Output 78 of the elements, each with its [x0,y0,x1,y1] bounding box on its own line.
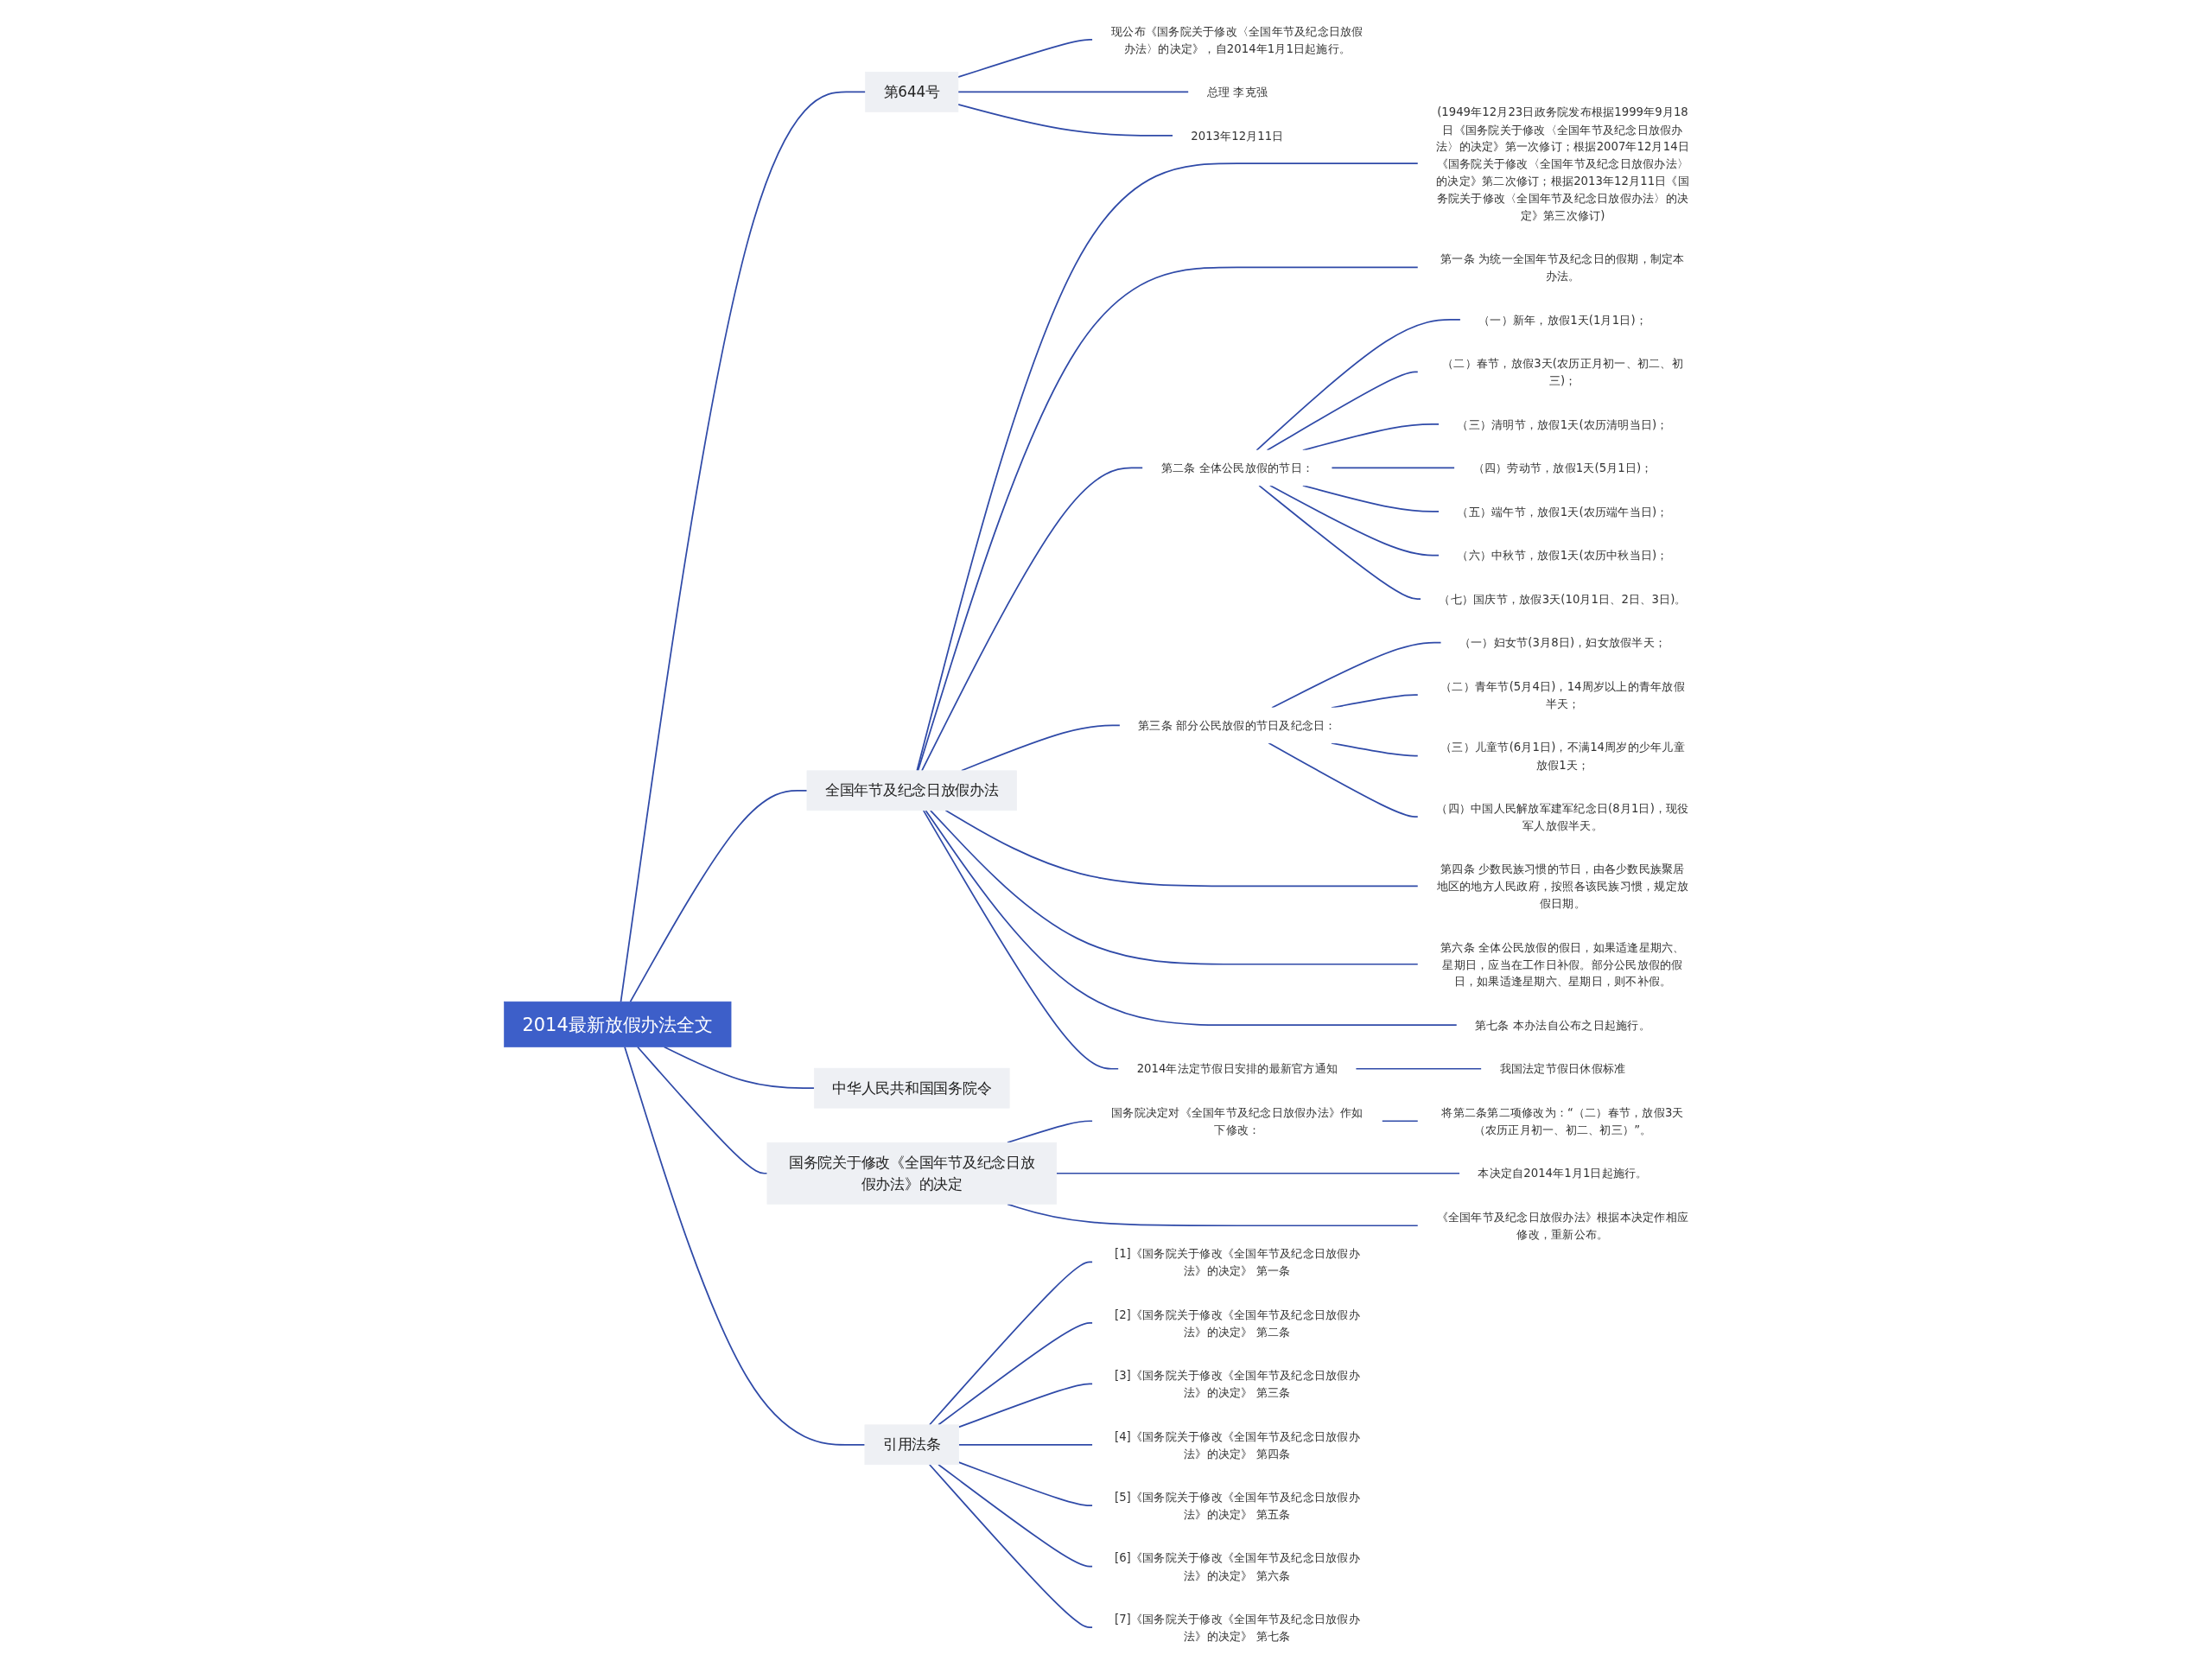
node-text: （三）儿童节(6月1日)，不满14周岁的少年儿童放假1天； [1440,740,1686,772]
node-text: [2]《国务院关于修改《全国年节及纪念日放假办法》的决定》 第二条 [1115,1308,1361,1339]
node-text: 现公布《国务院关于修改〈全国年节及纪念日放假办法〉的决定》，自2014年1月1日起施行。 [1111,24,1363,55]
connector [629,789,809,1003]
node-text: 第二条 全体公民放假的节日： [1160,461,1314,474]
connector [921,467,1144,772]
connector [930,809,1420,965]
connector [1269,484,1440,557]
node-text: （六）中秋节，放假1天(农历中秋当日)； [1457,548,1669,563]
node-text: （四）中国人民解放军建军纪念日(8月1日)，现役军人放假半天。 [1436,801,1689,832]
connector [938,1322,1094,1426]
connector [1302,484,1440,512]
connector [637,1046,769,1174]
node-text: 2013年12月11日 [1191,129,1284,143]
node-text: [1]《国务院关于修改《全国年节及纪念日放假办法》的决定》 第一条 [1115,1246,1361,1277]
connector [1007,1203,1420,1227]
node-text: （二）春节，放假3天(农历正月初一、初二、初三)； [1442,356,1684,387]
node-box: 第644号 [865,72,959,112]
node-text: [5]《国务院关于修改《全国年节及纪念日放假办法》的决定》 第五条 [1115,1490,1361,1521]
connector [1331,741,1420,757]
connector [1258,484,1422,600]
connector [1268,741,1420,818]
node-text: 国务院决定对《全国年节及纪念日放假办法》作如下修改： [1111,1105,1363,1136]
node-text: （七）国庆节，放假3天(10月1日、2日、3日)。 [1439,592,1687,606]
node-text: [4]《国务院关于修改《全国年节及纪念日放假办法》的决定》 第四条 [1115,1428,1361,1460]
node-text: 第三条 部分公民放假的节日及纪念日： [1138,718,1337,732]
connector [1381,1120,1420,1123]
node-text: 第一条 为统一全国年节及纪念日的假期，制定本办法。 [1440,251,1685,283]
connector [1007,1120,1094,1144]
connector [916,162,1420,772]
connector [1331,467,1456,469]
node-text: [6]《国务院关于修改《全国年节及纪念日放假办法》的决定》 第六条 [1115,1550,1361,1582]
connector [1355,1067,1483,1070]
connector [925,809,1459,1027]
connector [1056,1172,1461,1174]
node-box: 中华人民共和国国务院令 [814,1067,1010,1109]
connector [944,809,1420,888]
connector [624,1046,867,1446]
node-text: 第四条 少数民族习惯的节日，由各少数民族聚居地区的地方人民政府，按照各该民族习惯，规定放假日期。 [1437,862,1689,910]
connector [957,91,1190,93]
connector [958,1443,1094,1446]
connector [1302,423,1440,451]
node-text: 《全国年节及纪念日放假办法》根据本决定作相应修改，重新公布。 [1437,1210,1689,1241]
connector [961,724,1122,772]
node-text: 总理 李克强 [1206,85,1268,99]
connector [957,103,1174,137]
node-text: （一）新年，放假1天(1月1日)； [1478,313,1648,327]
node-text: （一）妇女节(3月8日)，妇女放假半天； [1459,635,1667,650]
connector [1255,319,1462,451]
connector [938,1463,1094,1568]
node-text: （二）青年节(5月4日)，14周岁以上的青年放假半天； [1440,679,1686,710]
connector [957,39,1094,79]
node-text: 本决定自2014年1月1日起施行。 [1478,1166,1648,1180]
connector [917,266,1420,772]
node-text: [3]《国务院关于修改《全国年节及纪念日放假办法》的决定》 第三条 [1115,1368,1361,1399]
node-box: 国务院关于修改《全国年节及纪念日放假办法》的决定 [766,1142,1058,1205]
connector [929,1463,1094,1628]
connector [1271,641,1443,709]
node-text: 第六条 全体公民放假的假日，如果适逢星期六、星期日，应当在工作日补假。部分公民放假的假日，如果适逢星期六、星期日，则不补假。 [1440,940,1685,989]
node-text: (1949年12月23日政务院发布根据1999年9月18日《国务院关于修改〈全国年节及纪念日放假办法〉的决定》第一次修订；根据2007年12月14日《国务院关于修改〈全国年节及纪念日放假办法〉的决定》第二次修订；根据2013年12月11日《国务院关于修改〈全国年节及纪念日放假办法〉的决定》第三次修订) [1436,105,1690,222]
node-text: [7]《国务院关于修改《全国年节及纪念日放假办法》的决定》 第七条 [1115,1612,1361,1643]
node-text: （四）劳动节，放假1天(5月1日)； [1472,461,1653,474]
node-box: 2014最新放假办法全文 [504,1001,732,1047]
node-text: 第七条 本办法自公布之日起施行。 [1475,1018,1651,1032]
connector [923,809,1120,1070]
node-text: （三）清明节，放假1天(农历清明当日)； [1457,417,1669,431]
node-text: （五）端午节，放假1天(农历端午当日)； [1457,505,1669,519]
node-text: 2014年法定节假日安排的最新官方通知 [1136,1061,1338,1076]
connector [620,91,867,1003]
connector [958,1383,1094,1428]
node-box: 引用法条 [864,1424,960,1466]
connector [1266,371,1420,451]
connector [664,1046,816,1090]
node-text: 我国法定节假日休假标准 [1499,1061,1626,1076]
connector [929,1261,1094,1426]
connector [958,1461,1094,1507]
node-box: 全国年节及纪念日放假办法 [806,770,1018,811]
node-text: 将第二条第二项修改为：“（二）春节，放假3天（农历正月初一、初二、初三）”。 [1441,1105,1684,1136]
